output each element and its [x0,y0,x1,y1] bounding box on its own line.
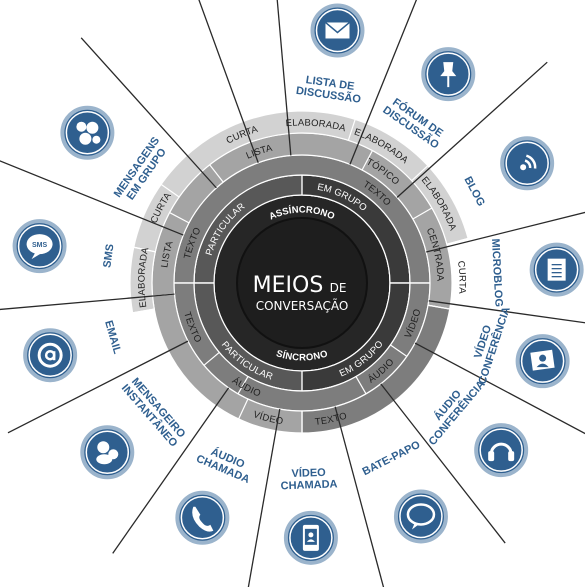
chat-people-icon [80,425,135,480]
center-title-meios: MEIOS [253,273,324,298]
item-label: BATE-PAPO [361,439,423,479]
item-label: EMAIL [102,319,123,355]
envelope-icon [310,3,365,58]
item-audio-chamada: ÁUDIOCHAMADA [175,441,256,545]
spoke-line [0,160,184,236]
item-label: VÍDEOCHAMADA [280,465,338,492]
ring-divider [132,308,155,314]
at-sign-icon [23,328,78,383]
headset-icon [474,423,529,478]
ring6-label-curta: CURTA [455,260,467,294]
spoke-line [80,37,217,189]
item-label-line: BATE-PAPO [361,439,423,479]
item-audio-conferencia: ÁUDIOCONFERÊNCIA [417,370,529,478]
hub-label-sync: SÍNCRONO [275,348,330,363]
center-hub: MEIOS DE CONVERSAÇÃO [236,217,368,349]
ring-divider [390,344,408,357]
ring-divider [355,376,367,395]
sms-icon: SMS [12,219,67,274]
spoke-line [349,0,418,165]
spoke-line [334,406,385,587]
item-label-line: EMAIL [102,319,123,355]
spoke-line [426,211,585,253]
center-title-de: DE [330,281,347,295]
spoke-line [247,408,281,587]
ring-divider [160,183,180,198]
ring-divider [347,119,356,141]
item-sms: SMS SMS [12,219,116,274]
ring-divider [361,150,373,171]
item-label: ÁUDIOCONFERÊNCIA [417,370,488,448]
spoke-line [7,340,189,434]
spoke-line [428,300,585,324]
item-label-line: MICROBLOG [489,238,505,307]
item-email: EMAIL [23,319,123,383]
center-disc [236,217,368,349]
spoke-line [276,0,292,156]
note-icon [529,242,584,297]
item-forum: FÓRUM DEDISCUSSÃO [380,47,476,152]
spoke-line [396,61,548,198]
phone-icon [175,490,230,545]
item-lista-discussao: LISTA DEDISCUSSÃO [295,3,365,106]
ring-divider [133,246,156,253]
ring-divider [238,398,249,420]
video-screen-icon [515,334,570,389]
item-label-line: BLOG [461,175,487,209]
ring-divider [446,237,469,245]
spoke-line [380,383,506,544]
item-blog: BLOG [461,136,555,209]
pushpin-icon [421,47,476,102]
item-label: ÁUDIOCHAMADA [194,441,256,486]
broadcast-icon [500,136,555,191]
item-video-chamada: VÍDEOCHAMADA [280,465,338,565]
item-label-line: CHAMADA [280,478,337,492]
spoke-line [112,387,230,554]
item-label: MICROBLOG [489,238,505,307]
spoke-line [198,0,259,163]
ring-divider [237,376,249,395]
item-video-conferencia: VÍDEOCONFERÊNCIA [471,305,570,389]
speech-bubble-icon [393,489,448,544]
item-label-line: VÍDEO [291,466,326,480]
spoke-line [0,293,175,311]
item-label: BLOG [461,175,487,209]
item-mensageiro: MENSAGEIROINSTANTÂNEO [80,376,188,480]
center-title-conversacao: CONVERSAÇÃO [256,298,349,313]
ring-divider [169,212,190,224]
item-microblog: MICROBLOG [489,238,584,307]
ring-divider [411,165,429,182]
item-label: SMS [101,243,116,268]
item-label: LISTA DEDISCUSSÃO [295,73,364,106]
ring-divider [203,351,220,366]
group-chat-icon [60,105,115,160]
item-bate-papo: BATE-PAPO [361,439,448,544]
ring6-label-elaborada: ELABORADA [136,246,151,308]
spoke-line [414,342,585,435]
item-label-line: SMS [101,243,116,268]
mobile-video-icon [283,510,338,565]
ring-divider [209,164,224,183]
ring-divider [427,304,450,310]
ring-divider [412,207,433,220]
sms-icon-text: SMS [32,242,48,249]
